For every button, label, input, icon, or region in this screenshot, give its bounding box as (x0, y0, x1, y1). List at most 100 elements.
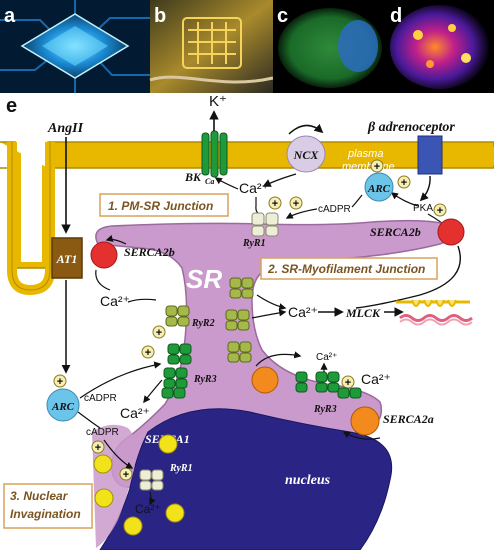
ca-right-label: Ca²⁺ (361, 371, 391, 387)
ca-bottom-label: Ca²⁺ (135, 502, 161, 516)
caveola (7, 142, 55, 296)
angii-label: AngII (47, 121, 84, 136)
svg-text:+: + (272, 198, 278, 210)
ncx-label: NCX (293, 148, 320, 162)
serca1-pump (158, 434, 178, 454)
arc-bottom-label: ARC (51, 401, 75, 413)
svg-text:+: + (437, 205, 443, 217)
panel-label-e: e (6, 95, 17, 117)
bkca-label: BK (184, 170, 202, 184)
panel-b (149, 0, 274, 93)
cadpr-to-ryr1-arrow (285, 208, 318, 219)
ryr1-bottom (139, 469, 164, 491)
beta-adrenoceptor-label: β adrenoceptor (367, 120, 455, 135)
ncx-arrow (288, 123, 324, 135)
ca-center-label: Ca²⁺ (288, 304, 318, 320)
serca2b-left-arc (95, 269, 111, 291)
plus-marker: + (152, 325, 166, 339)
nuclear-invagination-box: 3. Nuclear Invagination (3, 483, 93, 529)
cadpr-middle-label: cADPR (84, 393, 117, 404)
plasma-membrane-label-2: membrane (342, 161, 395, 173)
ncx-ca-arrow (262, 173, 297, 187)
k-plus-label: K⁺ (209, 93, 227, 110)
myofilament-icon (396, 299, 473, 326)
cadpr-bottom-label: cADPR (86, 427, 119, 438)
cadpr-top-label: cADPR (318, 204, 351, 215)
serca1-pump (93, 454, 113, 474)
svg-text:+: + (145, 347, 151, 359)
ryr3-middle (161, 343, 192, 399)
serca1-pump (165, 503, 185, 523)
serca1-pump (94, 488, 114, 508)
svg-text:+: + (293, 198, 299, 210)
arc-top-label: ARC (367, 183, 391, 195)
plus-markers: + + + + + + + + + + + (53, 159, 447, 481)
serca2b-left-arrow (105, 234, 127, 245)
ryr3-right-label: RyR3 (313, 404, 337, 415)
cadpr-to-ryr1-arrow (103, 439, 134, 469)
pka-label: PKA (413, 203, 433, 214)
ca-small-label: Ca²⁺ (316, 352, 337, 363)
plus-marker: + (433, 203, 447, 217)
ryr1-bottom-arrow (149, 491, 156, 506)
ncx-exchanger: NCX (286, 135, 326, 173)
at1-receptor: AT1 (51, 237, 83, 279)
panel-label-b: b (154, 5, 166, 27)
arc-to-cadpr-link (77, 411, 101, 429)
serca2a-pump-right (350, 406, 380, 436)
plus-marker: + (289, 196, 303, 210)
pka-to-arc-arrow (390, 192, 419, 207)
arc-bottom: ARC (46, 388, 80, 422)
plus-marker: + (268, 196, 282, 210)
nucleus-label: nucleus (285, 473, 331, 488)
ryr2-label: RyR2 (191, 318, 215, 329)
bkca-subscript: Ca (205, 177, 214, 186)
nuclear-invagination-label-2: Invagination (10, 507, 81, 521)
ca-middle-label: Ca²⁺ (120, 405, 150, 421)
ca-left-link (127, 298, 157, 303)
svg-text:+: + (374, 161, 380, 173)
panel-a (0, 0, 150, 93)
panel-label-a: a (4, 5, 16, 27)
ca-left-label: Ca²⁺ (100, 293, 130, 309)
plus-marker: + (341, 375, 355, 389)
plus-marker: + (53, 374, 67, 388)
svg-text:+: + (156, 327, 162, 339)
beta-to-pka-arrow (419, 175, 431, 202)
sr-myofilament-junction-box: 2. SR-Myofilament Junction (260, 257, 438, 280)
svg-text:+: + (345, 377, 351, 389)
plus-marker: + (370, 159, 384, 173)
ryr1-bottom-label: RyR1 (169, 463, 193, 474)
ca-top-label: Ca²⁺ (239, 180, 269, 196)
mlck-label: MLCK (345, 306, 381, 320)
serca2b-left-pump (90, 241, 118, 269)
cadpr-to-ryr3-arrow (79, 361, 162, 399)
sr-myofilament-junction-label: 2. SR-Myofilament Junction (267, 262, 425, 276)
sr-label: SR (186, 264, 222, 294)
svg-text:+: + (57, 376, 63, 388)
serca2a-label: SERCA2a (383, 412, 434, 426)
pm-sr-junction-box: 1. PM-SR Junction (99, 193, 229, 217)
ryr3-to-ca-arrow (143, 379, 163, 404)
nuclear-invagination-label-1: 3. Nuclear (10, 489, 69, 503)
ryr2-to-ca-arrow-2 (251, 309, 287, 319)
beta-adrenoceptor (417, 135, 443, 175)
serca2b-left-label: SERCA2b (124, 245, 175, 259)
plus-marker: + (91, 440, 105, 454)
serca2a-pump-left (251, 366, 279, 394)
panel-label-c: c (277, 5, 288, 27)
svg-text:+: + (401, 177, 407, 189)
serca2b-right-pump (437, 218, 465, 246)
panel-label-d: d (390, 5, 402, 27)
serca2b-right-loop (355, 245, 461, 309)
ryr1-top (251, 212, 279, 237)
serca2a-left-arrow (255, 351, 302, 367)
ca-to-bkca-arrow (214, 177, 239, 190)
serca2b-right-label: SERCA2b (370, 225, 421, 239)
ryr3-right (295, 371, 362, 399)
ryr1-top-label: RyR1 (242, 238, 266, 249)
svg-text:+: + (95, 442, 101, 454)
ryr2-to-ca-arrow-1 (256, 294, 287, 311)
pm-sr-junction-label: 1. PM-SR Junction (108, 199, 213, 213)
